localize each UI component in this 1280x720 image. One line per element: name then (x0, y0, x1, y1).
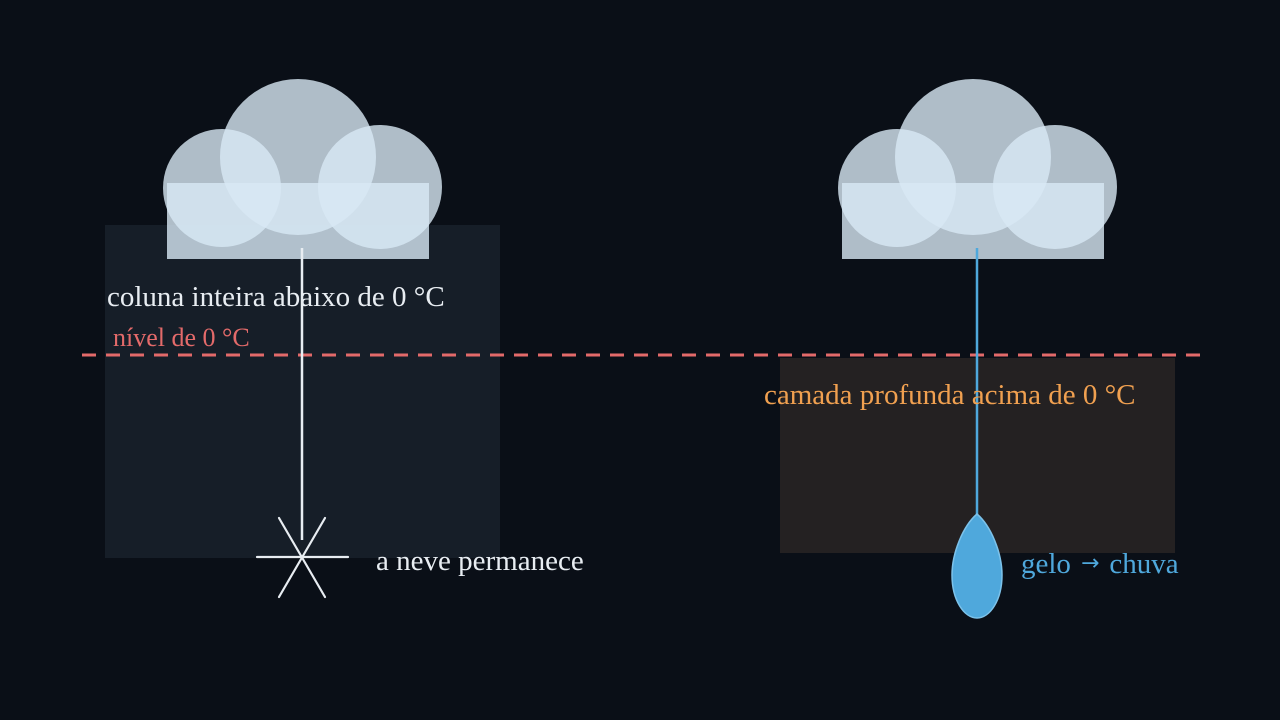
warm-layer-label: camada profunda acima de 0 °C (764, 379, 1136, 411)
snow-stays-label: a neve permanece (376, 545, 584, 577)
cold-column-label: coluna inteira abaixo de 0 °C (107, 281, 445, 313)
freezing-level-label: nível de 0 °C (113, 323, 250, 352)
raindrop-icon (951, 513, 1003, 619)
left-cloud-icon (163, 79, 442, 259)
rain-word: chuva (1109, 548, 1179, 580)
ice-to-rain-label: gelo → chuva (1021, 550, 1179, 579)
snowflake-icon (255, 516, 350, 599)
right-cloud-icon (838, 79, 1117, 259)
ice-word: gelo (1021, 548, 1071, 580)
arrow-icon: → (1080, 551, 1100, 576)
